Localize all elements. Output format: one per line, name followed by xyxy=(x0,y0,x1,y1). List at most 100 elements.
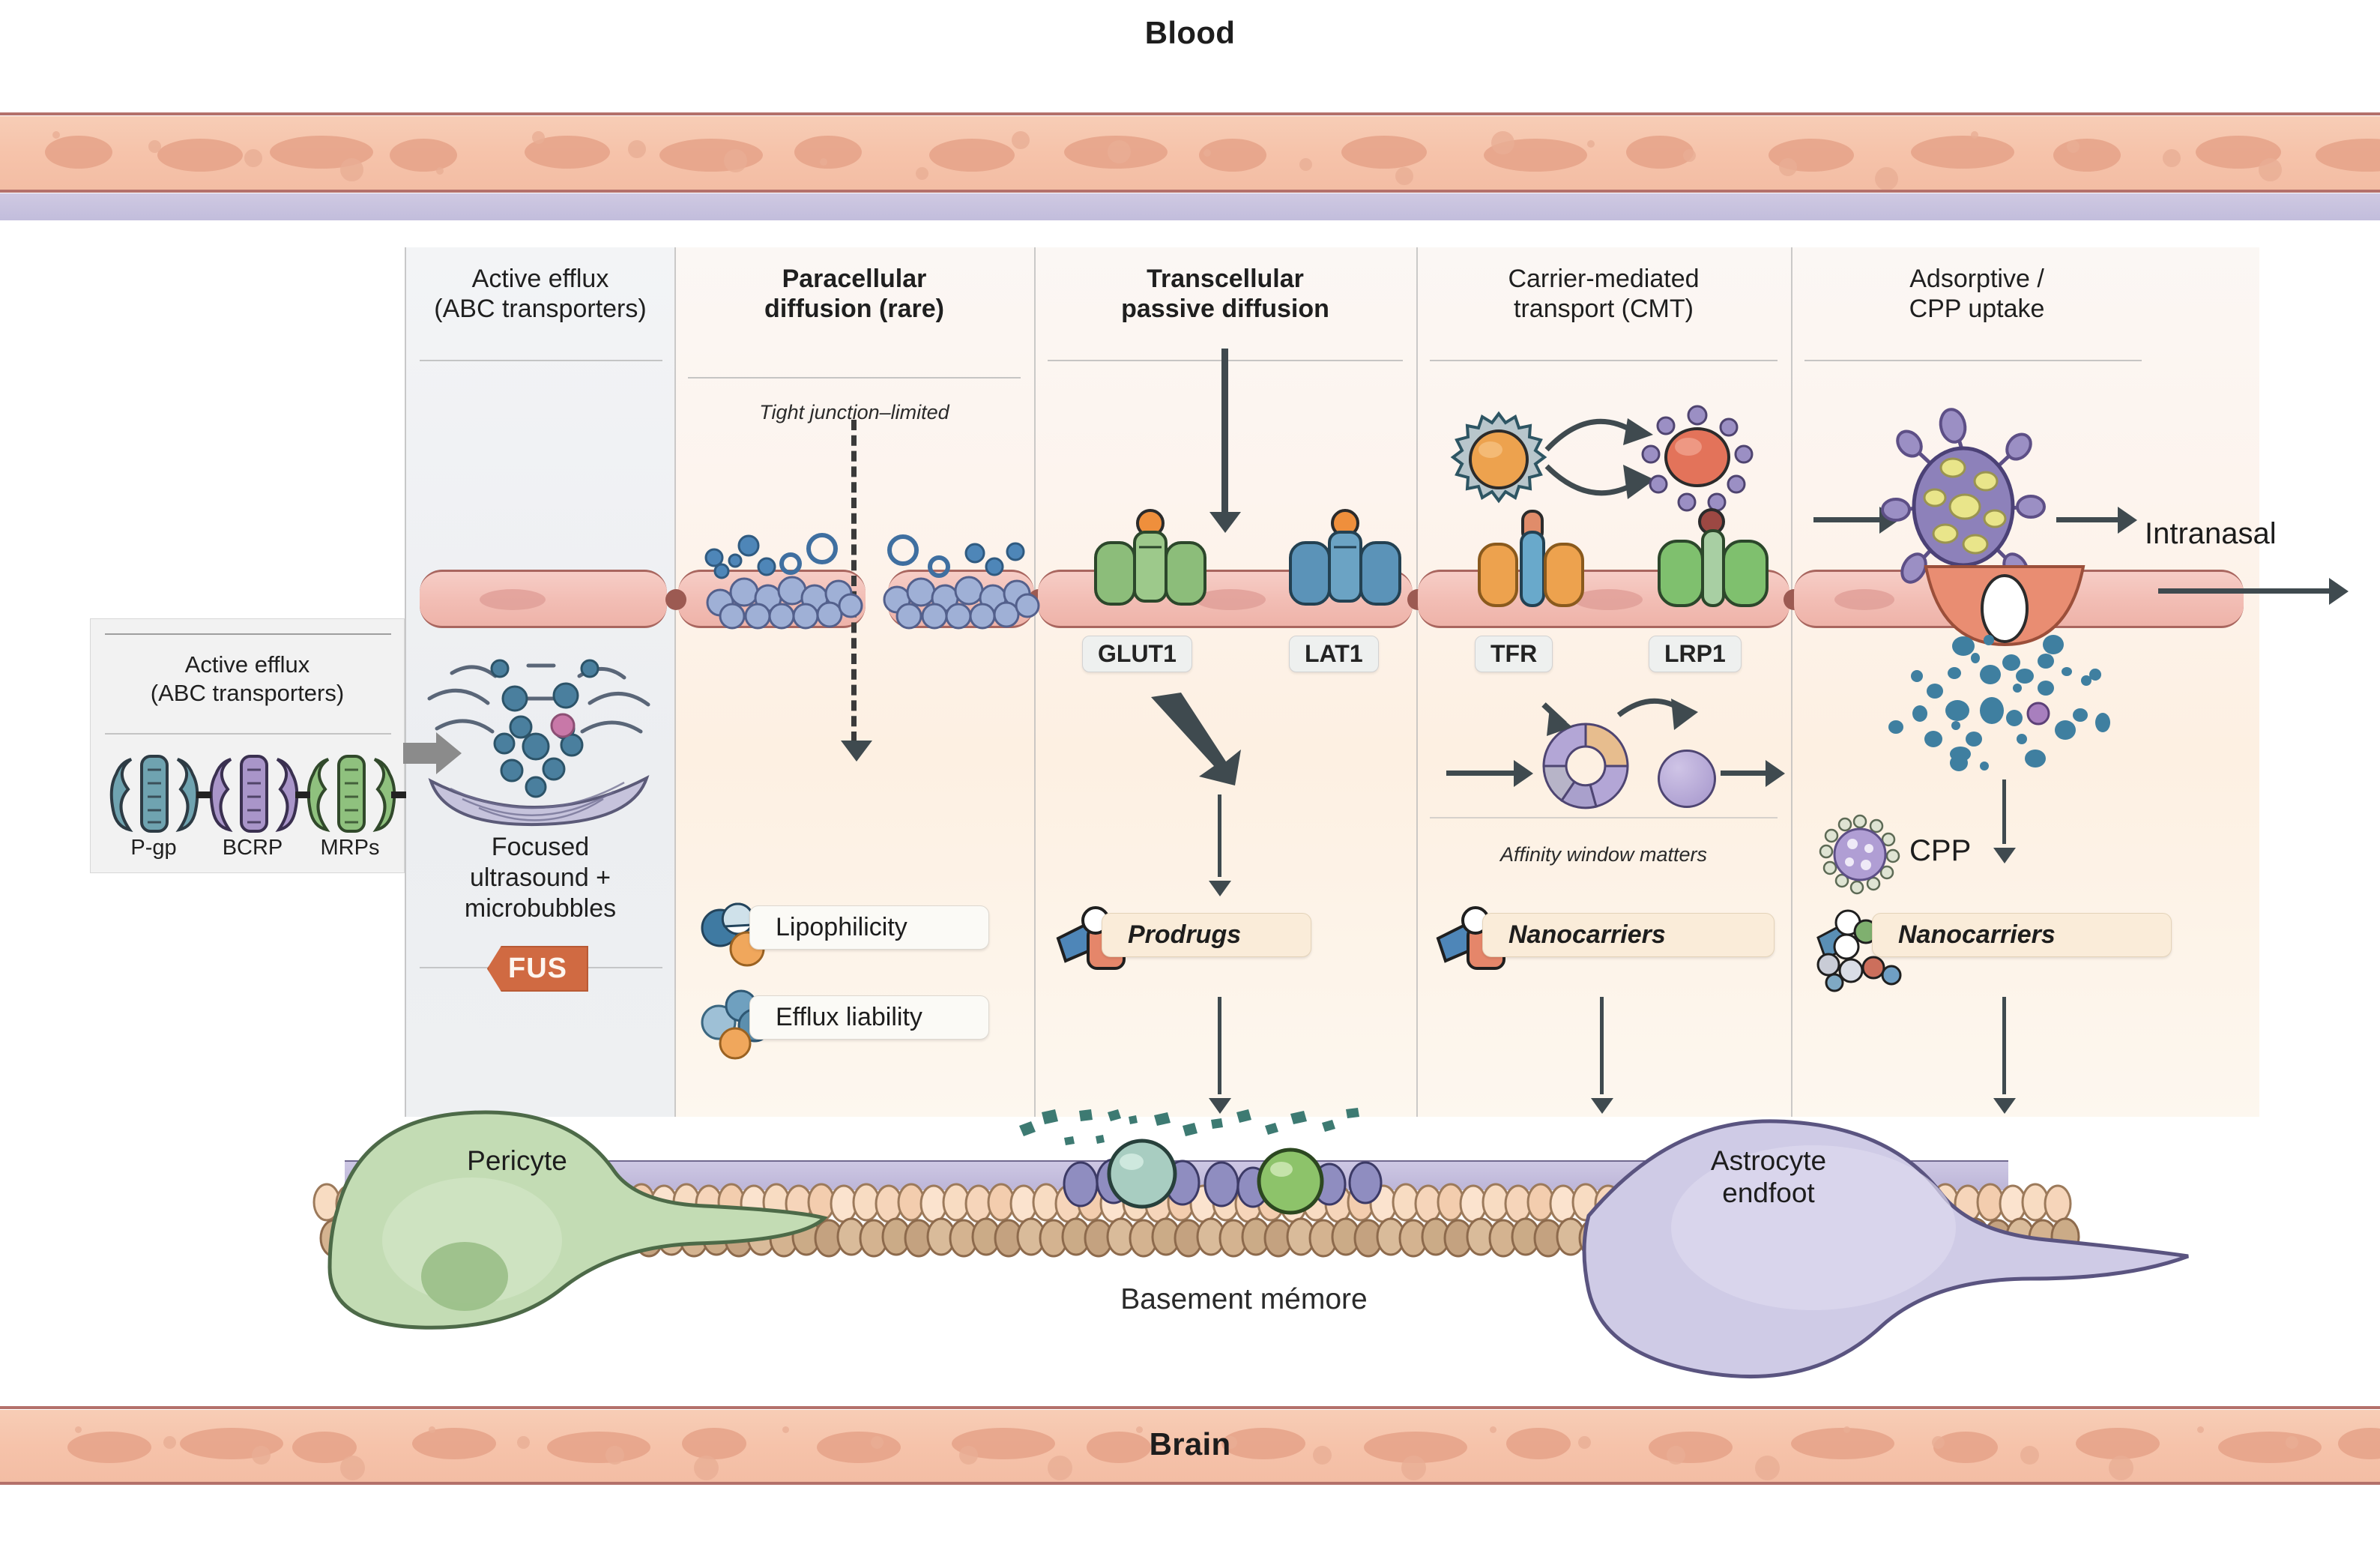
header-rule-5 xyxy=(1804,360,2142,361)
cpp-outbound-arrow xyxy=(2056,517,2119,522)
plasma-dot xyxy=(148,140,161,153)
column-divider-4 xyxy=(1416,247,1418,1117)
blood-cell xyxy=(390,139,457,172)
blood-cell xyxy=(794,136,862,169)
brain-plasma-dot xyxy=(1490,1426,1496,1433)
cpp-nanocarrier-cluster-icon xyxy=(1813,909,1906,992)
plasma-dot xyxy=(340,158,363,181)
brain-plasma-dot xyxy=(75,1426,82,1433)
intranasal-label: Intranasal xyxy=(2145,517,2277,550)
brain-blood-cell xyxy=(2218,1432,2322,1463)
blood-cell xyxy=(1341,136,1427,169)
header-rule-1 xyxy=(420,360,662,361)
brain-plasma-dot xyxy=(1313,1446,1332,1465)
plasma-dot xyxy=(2067,140,2080,153)
cpp-legend-icon xyxy=(1819,814,1900,895)
brain-plasma-dot xyxy=(1224,1436,1237,1449)
efflux-to-fus-arrow xyxy=(403,731,463,776)
brain-plasma-dot xyxy=(2020,1446,2039,1465)
brain-plasma-dot xyxy=(1667,1446,1685,1465)
pericyte-cell xyxy=(315,1098,839,1383)
brain-blood-cell xyxy=(1649,1432,1733,1463)
plasma-dot xyxy=(2259,158,2282,181)
brain-plasma-dot xyxy=(340,1456,365,1480)
brain-lumen xyxy=(0,1410,2380,1482)
vessel-basal-strip xyxy=(0,193,2380,220)
vessel-wall-top-line xyxy=(0,112,2380,115)
brain-plasma-dot xyxy=(1932,1436,1945,1449)
brain-plasma-dot xyxy=(2109,1456,2133,1480)
cmt-subnote: Affinity window matters xyxy=(1499,843,1708,866)
column-header-paracellular: Paracellular diffusion (rare) xyxy=(764,265,944,324)
cmt-endosome-release-arrow xyxy=(1616,697,1707,742)
brain-plasma-dot xyxy=(1755,1456,1780,1480)
transporter-label-pgp: P-gp xyxy=(130,836,177,860)
endothelium-segment-left xyxy=(420,570,667,628)
blood-vessel-banner: Blood xyxy=(0,0,2380,225)
cpp-endocytosis-pocket xyxy=(1918,565,2091,649)
chip-glut1: GLUT1 xyxy=(1082,636,1192,672)
brain-plasma-dot xyxy=(1401,1456,1426,1480)
column-header-cmt: Carrier-mediated transport (CMT) xyxy=(1508,265,1700,324)
cmt-endosome-icon xyxy=(1536,702,1641,817)
lrp1-receptor-icon xyxy=(1643,508,1778,616)
efflux-legend-rule-top xyxy=(105,633,391,635)
paracellular-particle-cluster-left xyxy=(693,525,866,630)
brain-plasma-dot xyxy=(782,1426,789,1433)
tight-junction-dot-1 xyxy=(665,589,686,610)
transporter-bcrp-icon xyxy=(208,753,300,836)
paracellular-particle-cluster-right xyxy=(881,525,1045,630)
plasma-dot xyxy=(1971,131,1978,139)
blood-cell xyxy=(45,136,112,169)
transport-mechanisms-panel xyxy=(405,247,2259,1117)
plasma-dot xyxy=(532,131,545,144)
tag-efflux-liability: Efflux liability xyxy=(749,995,989,1040)
blood-cell xyxy=(157,139,243,172)
cmt-ligand-coated-particle-icon xyxy=(1641,405,1754,512)
astrocyte-endfoot-label: Astrocyte endfoot xyxy=(1710,1145,1827,1208)
tag-nanocarriers-cmt: Nanocarriers xyxy=(1482,913,1775,957)
bm-crossing-particles xyxy=(997,1093,1386,1215)
brain-wall-top-line xyxy=(0,1406,2380,1409)
plasma-dot xyxy=(1875,167,1898,190)
plasma-dot xyxy=(1587,140,1595,148)
cpp-inbound-arrow xyxy=(1813,517,1881,522)
column-header-active-efflux: Active efflux (ABC transporters) xyxy=(434,265,647,324)
chip-tfr: TFR xyxy=(1475,636,1553,672)
transporter-connector-dash-1 xyxy=(196,791,211,798)
brain-blood-cell xyxy=(2076,1428,2160,1459)
column-divider-2 xyxy=(674,247,676,1117)
astrocyte-endfoot-cell xyxy=(1521,1100,2196,1379)
blood-cell xyxy=(1911,136,2014,169)
transcellular-arrow-to-membrane xyxy=(1218,997,1221,1094)
endothelium-nucleus-4 xyxy=(1834,589,1894,610)
brain-blood-cell xyxy=(1933,1432,1998,1463)
plasma-dot xyxy=(1203,149,1211,157)
transporter-pgp-icon xyxy=(109,753,200,836)
plasma-dot xyxy=(916,167,928,180)
blood-cell xyxy=(2053,139,2121,172)
intranasal-arrow xyxy=(2158,588,2331,594)
header-rule-4 xyxy=(1430,360,1778,361)
fus-caption: Focused ultrasound + microbubbles xyxy=(464,833,617,923)
efflux-legend-rule-bottom xyxy=(105,733,391,735)
transporter-mrps-icon xyxy=(306,753,397,836)
efflux-legend-title: Active efflux (ABC transporters) xyxy=(150,651,345,706)
transcellular-arrow-to-prodrugs xyxy=(1218,794,1221,877)
brain-blood-cell xyxy=(1791,1428,1894,1459)
blood-cell xyxy=(1626,136,1694,169)
header-rule-2 xyxy=(688,377,1021,379)
brain-blood-cell xyxy=(547,1432,650,1463)
cmt-curved-arrow-top xyxy=(1544,411,1664,471)
brain-plasma-dot xyxy=(1048,1456,1072,1480)
tag-prodrugs: Prodrugs xyxy=(1102,913,1311,957)
brain-blood-cell xyxy=(412,1428,496,1459)
blood-cell xyxy=(929,139,1015,172)
brain-label: Brain xyxy=(1149,1426,1231,1462)
basement-membrane-label: Basement mémore xyxy=(1120,1283,1368,1315)
brain-blood-cell xyxy=(1506,1428,1571,1459)
cmt-curved-arrow-bottom xyxy=(1544,459,1664,519)
brain-blood-cell xyxy=(67,1432,151,1463)
brain-blood-cell xyxy=(817,1432,901,1463)
